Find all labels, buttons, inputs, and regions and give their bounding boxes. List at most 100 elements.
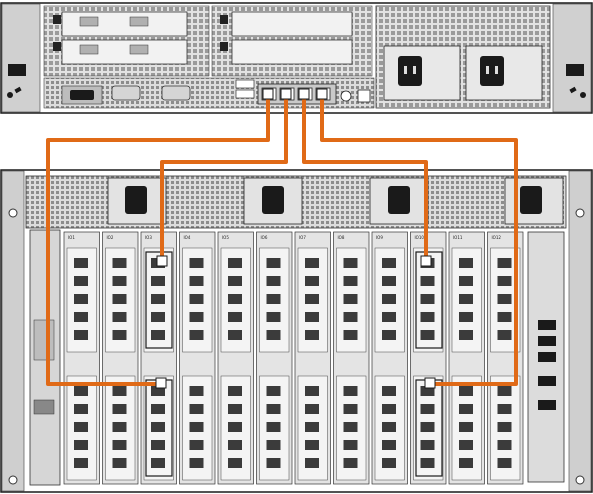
network-port-icon <box>497 458 512 468</box>
network-port-icon <box>382 422 396 432</box>
right-ear-icon <box>569 86 586 98</box>
network-port-icon <box>228 404 242 414</box>
network-port-icon <box>151 276 165 286</box>
network-port-icon <box>420 440 435 450</box>
network-port-icon <box>305 330 319 340</box>
network-port-icon <box>266 276 281 286</box>
network-port-icon <box>305 386 319 396</box>
network-port-icon <box>459 330 473 340</box>
network-port-icon <box>343 404 358 414</box>
network-port-icon <box>151 312 165 322</box>
network-port-icon <box>228 258 242 268</box>
power-inlet-icon <box>480 56 504 86</box>
io-module-label: IO7 <box>299 235 306 240</box>
network-port-icon <box>497 330 512 340</box>
network-port-icon <box>112 440 127 450</box>
network-port-icon <box>266 440 281 450</box>
network-port-icon <box>189 330 204 340</box>
network-port-icon <box>74 294 88 304</box>
network-port-icon <box>459 422 473 432</box>
network-port-icon <box>305 294 319 304</box>
io-module-4: IO4 <box>179 231 216 485</box>
network-port-icon <box>343 276 358 286</box>
network-port-icon <box>266 404 281 414</box>
network-port-icon <box>151 458 165 468</box>
network-port-icon <box>305 440 319 450</box>
slot-number-1: 1 <box>55 17 59 24</box>
network-port-icon <box>266 330 281 340</box>
io-module-label: IO6 <box>261 235 268 240</box>
network-port-icon <box>112 312 127 322</box>
network-port-icon <box>112 294 127 304</box>
slot-number-2: 2 <box>55 44 59 51</box>
network-port-icon <box>497 258 512 268</box>
network-port-icon <box>228 276 242 286</box>
network-port-icon <box>382 458 396 468</box>
network-port-icon <box>189 422 204 432</box>
server-rear-panel: 1 2 3 4 <box>0 2 593 114</box>
network-port-icon <box>420 404 435 414</box>
psu-1 <box>383 45 461 101</box>
network-port-icon <box>189 440 204 450</box>
pcie-slot-1 <box>61 11 188 37</box>
io-module-9: IO9 <box>371 231 408 485</box>
network-port-icon <box>420 458 435 468</box>
network-port-icon <box>382 276 396 286</box>
io-module-label: IO10 <box>415 235 425 240</box>
network-port-icon <box>420 276 435 286</box>
cable-plugs <box>155 88 436 389</box>
network-port-icon <box>343 312 358 322</box>
network-port-icon <box>382 330 396 340</box>
network-port-icon <box>382 386 396 396</box>
network-port-icon <box>343 458 358 468</box>
network-port-icon <box>228 458 242 468</box>
network-port-icon <box>459 404 473 414</box>
enclosure-psu-3 <box>369 177 429 225</box>
network-port-icon <box>228 422 242 432</box>
network-port-icon <box>382 294 396 304</box>
network-port-icon <box>305 422 319 432</box>
network-port-icon <box>151 294 165 304</box>
network-port-icon <box>459 386 473 396</box>
io-module-label: IO3 <box>145 235 152 240</box>
network-port-icon <box>382 440 396 450</box>
pcie-slot-4 <box>231 39 353 65</box>
network-port-icon <box>189 276 204 286</box>
network-port-icon <box>228 312 242 322</box>
network-port-icon <box>74 422 88 432</box>
network-port-icon <box>151 422 165 432</box>
network-port-icon <box>266 294 281 304</box>
enclosure-psu-1 <box>107 177 167 225</box>
network-port-icon <box>112 458 127 468</box>
network-port-icon <box>74 312 88 322</box>
network-port-icon <box>112 422 127 432</box>
network-port-icon <box>266 312 281 322</box>
network-port-icon <box>228 386 242 396</box>
network-port-icon <box>459 276 473 286</box>
usb-port-icon <box>235 79 255 99</box>
io-module-label: IO1 <box>68 235 75 240</box>
network-port-icon <box>228 440 242 450</box>
network-port-icon <box>151 404 165 414</box>
screw-icon <box>8 208 585 485</box>
network-port-icon <box>266 258 281 268</box>
network-port-icon <box>112 404 127 414</box>
network-port-icon <box>151 330 165 340</box>
network-port-icon <box>189 404 204 414</box>
network-port-icon <box>112 258 127 268</box>
io-module-label: IO2 <box>107 235 114 240</box>
network-port-icon <box>266 386 281 396</box>
network-port-icon <box>74 258 88 268</box>
network-port-icon <box>189 258 204 268</box>
network-port-icon <box>343 294 358 304</box>
io-module-7: IO7 <box>294 231 331 485</box>
network-port-icon <box>189 386 204 396</box>
network-port-icon <box>343 330 358 340</box>
network-port-icon <box>112 386 127 396</box>
network-port-icon <box>189 312 204 322</box>
network-port-icon <box>459 312 473 322</box>
network-port-icon <box>74 276 88 286</box>
network-port-icon <box>497 312 512 322</box>
io-module-label: IO5 <box>222 235 229 240</box>
